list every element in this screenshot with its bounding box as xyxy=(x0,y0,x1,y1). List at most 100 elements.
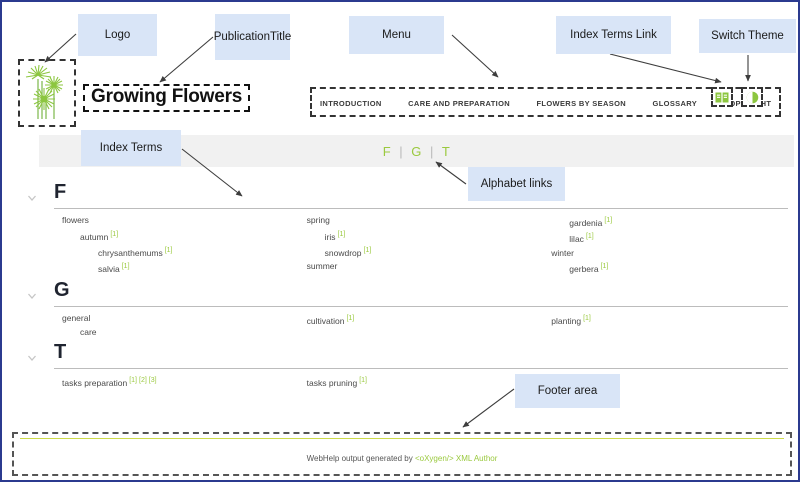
index-column: cultivation[1] xyxy=(299,312,544,339)
index-entry: winter xyxy=(543,247,788,261)
annotation-callout-menu: Menu xyxy=(349,16,444,54)
section-letter: F xyxy=(54,181,67,203)
half-circle-contrast-icon xyxy=(746,91,758,103)
annotation-callout-logo: Logo xyxy=(78,14,157,56)
index-entry: gerbera[1] xyxy=(543,260,788,276)
footer-text: WebHelp output generated by <oXygen/> XM… xyxy=(14,454,790,463)
footer-oxygen-link[interactable]: <oXygen/> XML Author xyxy=(414,454,498,463)
index-column: tasks preparation[1][2][3] xyxy=(54,374,299,390)
index-entry-label: salvia xyxy=(98,263,120,274)
menu-item-flowers-by-season[interactable]: FLOWERS BY SEASON xyxy=(536,99,627,108)
chevron-down-icon[interactable] xyxy=(26,289,38,301)
index-entry: planting[1] xyxy=(543,312,788,328)
menu-item-care-and-preparation[interactable]: CARE AND PREPARATION xyxy=(408,99,511,108)
index-entry-label: tasks preparation xyxy=(62,377,128,388)
section-header: F xyxy=(26,182,788,210)
index-entry: spring xyxy=(299,214,544,228)
menu-item-introduction[interactable]: INTRODUCTION xyxy=(320,99,382,108)
alphabet-link-g[interactable]: G xyxy=(411,143,422,159)
index-entry: salvia[1] xyxy=(54,260,299,276)
logo[interactable] xyxy=(18,59,76,127)
index-entry-label: gardenia xyxy=(569,217,603,228)
index-entry-reference-link[interactable]: [1] xyxy=(164,246,173,254)
index-entry: lilac[1] xyxy=(543,230,788,246)
chevron-down-icon[interactable] xyxy=(26,351,38,363)
annotation-callout-index-terms-link: Index Terms Link xyxy=(556,16,671,54)
index-entry-reference-link[interactable]: [1] xyxy=(359,377,367,384)
index-entry: chrysanthemums[1] xyxy=(54,244,299,260)
index-entry: cultivation[1] xyxy=(299,312,544,328)
alphabet-separator: | xyxy=(430,143,434,159)
annotation-callout-alphabet-links: Alphabet links xyxy=(468,167,565,201)
index-entry-reference-link[interactable]: [3] xyxy=(148,377,157,384)
annotation-callout-index-terms: Index Terms xyxy=(81,130,181,166)
alphabet-link-f[interactable]: F xyxy=(382,143,392,159)
book-icon xyxy=(715,92,729,102)
index-entry: general xyxy=(54,312,299,326)
index-entry-label: planting xyxy=(551,315,582,326)
index-entry-label: care xyxy=(80,326,97,337)
flowers-logo-icon xyxy=(25,64,63,119)
index-entry: snowdrop[1] xyxy=(299,244,544,260)
index-entry-reference-link[interactable]: [1] xyxy=(585,233,594,241)
index-entry-reference-link[interactable]: [1] xyxy=(110,230,119,238)
webhelp-index-page: Growing Flowers INTRODUCTION CARE AND PR… xyxy=(4,4,800,482)
index-entry: care xyxy=(54,326,299,340)
index-entry-label: tasks pruning xyxy=(306,377,358,388)
section-divider xyxy=(54,208,788,209)
index-entry-label: cultivation xyxy=(306,315,345,326)
index-entry-label: gerbera xyxy=(569,263,599,274)
alphabet-link-t[interactable]: T xyxy=(441,143,451,159)
switch-theme-button[interactable] xyxy=(741,87,763,107)
index-entry-reference-link[interactable]: [1] xyxy=(337,230,346,238)
index-entry: tasks pruning[1] xyxy=(299,374,544,390)
chevron-down-icon[interactable] xyxy=(26,191,38,203)
section-header: T xyxy=(26,342,788,370)
index-entry: autumn[1] xyxy=(54,228,299,244)
footer-divider xyxy=(20,438,784,439)
index-entry-label: flowers xyxy=(62,215,89,225)
index-entry-reference-link[interactable]: [1] xyxy=(583,315,591,322)
annotation-callout-footer-area: Footer area xyxy=(515,374,620,408)
index-entry: flowers xyxy=(54,214,299,228)
index-entry-reference-link[interactable]: [1] xyxy=(121,263,130,271)
section-divider xyxy=(54,306,788,307)
index-entry-reference-link[interactable]: [1] xyxy=(129,377,137,384)
section-divider xyxy=(54,368,788,369)
alphabet-separator: | xyxy=(399,143,404,159)
index-entry-label: chrysanthemums xyxy=(98,247,163,258)
index-entry-reference-link[interactable]: [1] xyxy=(363,246,372,254)
index-entry-reference-link[interactable]: [1] xyxy=(346,315,355,322)
section-columns: tasks preparation[1][2][3]tasks pruning[… xyxy=(54,374,788,390)
index-entry-label: winter xyxy=(551,247,574,258)
footer-area: WebHelp output generated by <oXygen/> XM… xyxy=(12,432,792,476)
index-entry-reference-link[interactable]: [1] xyxy=(604,217,613,224)
footer-text-before: WebHelp output generated by xyxy=(306,454,415,463)
index-entry-label: summer xyxy=(306,261,338,272)
index-entry-label: autumn xyxy=(80,231,109,242)
menu-item-glossary[interactable]: GLOSSARY xyxy=(652,99,698,108)
index-entry-label: snowdrop xyxy=(324,247,362,258)
index-entry: gardenia[1] xyxy=(543,214,788,230)
section-letter: T xyxy=(54,341,67,363)
section-header: G xyxy=(26,280,788,308)
index-column: tasks pruning[1] xyxy=(299,374,544,390)
index-entry: tasks preparation[1][2][3] xyxy=(54,374,299,390)
section-letter: G xyxy=(54,279,70,301)
index-entry: summer xyxy=(299,260,544,274)
index-entry: iris[1] xyxy=(299,228,544,244)
index-entry-reference-link[interactable]: [2] xyxy=(139,377,147,384)
index-entry-reference-link[interactable]: [1] xyxy=(600,263,609,271)
index-terms-link-button[interactable] xyxy=(711,87,733,107)
